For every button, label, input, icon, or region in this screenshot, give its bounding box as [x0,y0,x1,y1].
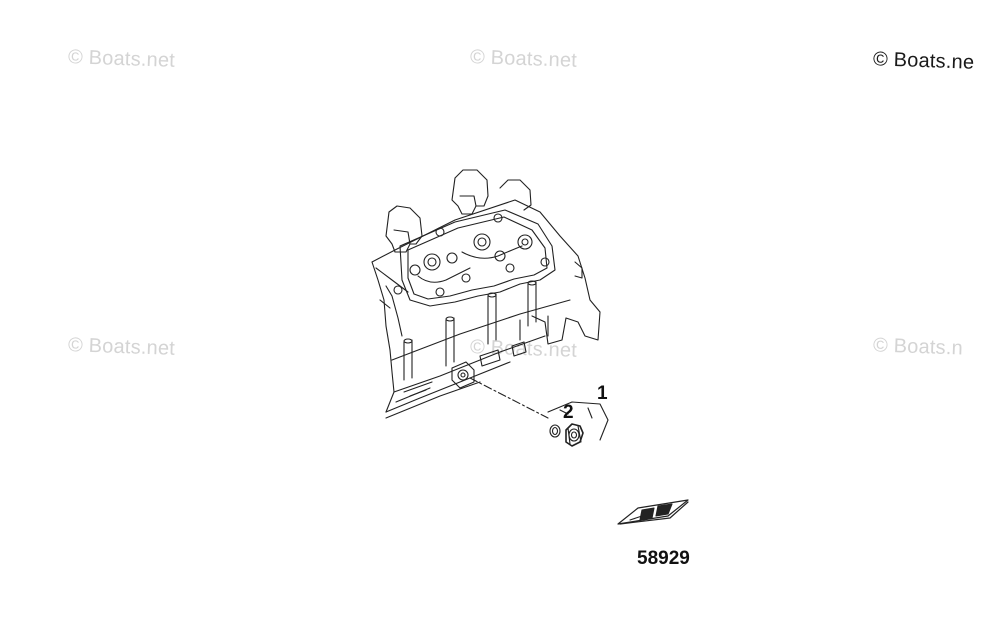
callout-part-2: 2 [563,402,574,423]
leader-line [469,377,549,419]
o-ring-part-2 [549,424,561,438]
diagram-number: 58929 [637,548,690,569]
callout-bracket [547,401,609,441]
boat-icon [617,499,689,525]
cylinder-head-drawing [371,169,601,419]
callout-part-1: 1 [597,383,608,404]
drain-plug-part-1 [565,423,584,447]
